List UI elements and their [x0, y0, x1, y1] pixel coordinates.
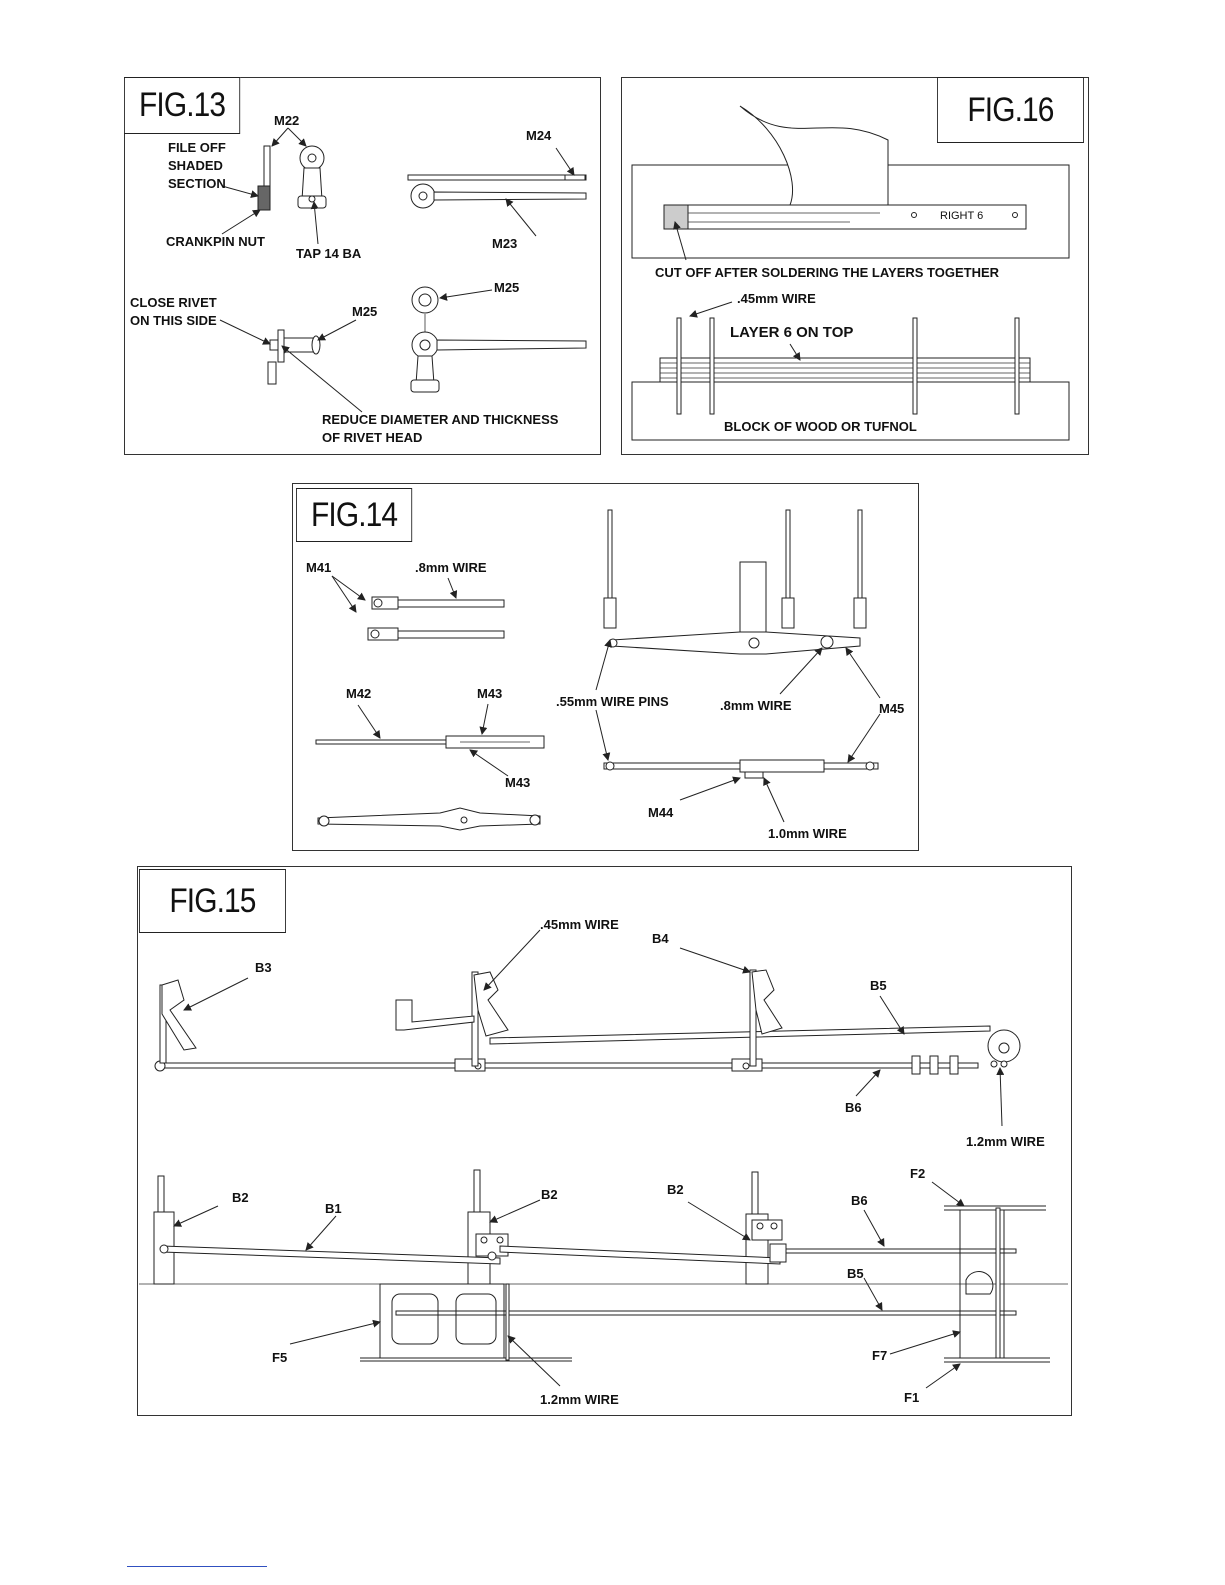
fig13-label-tap: TAP 14 BA — [296, 246, 362, 261]
fig15-label-b2-right: B2 — [667, 1182, 684, 1197]
fig16-label-right6: RIGHT 6 — [940, 210, 983, 222]
fig15-label-b6-top: B6 — [845, 1100, 862, 1115]
fig14-m45-flat — [317, 807, 541, 831]
fig15-label-b1: B1 — [325, 1201, 342, 1216]
fig15-crank-2 — [473, 971, 509, 1037]
fig15-b1-rod — [161, 1245, 501, 1265]
m24-rod — [407, 174, 587, 181]
fig15-label-wire45: .45mm WIRE — [540, 917, 619, 932]
fig13-panel — [124, 77, 601, 455]
fig13-label-file-off: FILE OFF — [168, 140, 226, 155]
fig14-label-m45: M45 — [879, 701, 904, 716]
fig15-b6-rod — [157, 1062, 979, 1069]
fig13-drawing: M22 FILE OFF SHADED SECTION CRANKPIN NUT… — [130, 113, 587, 445]
fig13-label-m22: M22 — [274, 113, 299, 128]
fig16-label-block: BLOCK OF WOOD OR TUFNOL — [724, 419, 917, 434]
fig15-label-b3: B3 — [255, 960, 272, 975]
fig16-drawing: RIGHT 6 CUT OFF AFTER SOLDERING THE LAYE… — [631, 105, 1070, 441]
fig15-mid-rod — [499, 1245, 781, 1265]
fig13-label-m25-right: M25 — [494, 280, 519, 295]
fig14-label-m44: M44 — [648, 805, 674, 820]
fig13-label-m25-left: M25 — [352, 304, 377, 319]
fig13-label-on-this-side: ON THIS SIDE — [130, 313, 217, 328]
fig16-strip — [663, 204, 1027, 230]
fig14-label-m43-bottom: M43 — [505, 775, 530, 790]
fig15-label-b4: B4 — [652, 931, 669, 946]
fig13-label-reduce: REDUCE DIAMETER AND THICKNESS — [322, 412, 559, 427]
fig13-label-crankpin-nut: CRANKPIN NUT — [166, 234, 265, 249]
fig16-label-layer6: LAYER 6 ON TOP — [730, 324, 853, 341]
fig13-label-rivet-head: OF RIVET HEAD — [322, 430, 422, 445]
fig15-label-f2: F2 — [910, 1166, 925, 1181]
fig14-title: FIG.14 — [296, 488, 413, 542]
fig13-label-close-rivet: CLOSE RIVET — [130, 295, 217, 310]
fig15-label-f5: F5 — [272, 1350, 287, 1365]
fig15-b5-rod — [489, 1025, 991, 1045]
fig16-label-wire45: .45mm WIRE — [737, 291, 816, 306]
fig13-label-shaded: SHADED — [168, 158, 223, 173]
fig14-drawing: M41 .8mm WIRE M42 M43 M43 — [306, 509, 904, 841]
fig15-b3-crank — [161, 979, 197, 1051]
fig15-panel — [137, 866, 1072, 1416]
fig15-b4-crank — [751, 969, 783, 1035]
fig14-label-m42: M42 — [346, 686, 371, 701]
fig15-label-b5-top: B5 — [870, 978, 887, 993]
fig14-label-wire10: 1.0mm WIRE — [768, 826, 847, 841]
fig15-label-b5-low: B5 — [847, 1266, 864, 1281]
fig15-label-b2-mid: B2 — [541, 1187, 558, 1202]
fig13-label-m24: M24 — [526, 128, 552, 143]
fig14-label-pins: .55mm WIRE PINS — [556, 694, 669, 709]
fig14-panel — [292, 483, 919, 851]
fig14-label-wire8-mid: .8mm WIRE — [720, 698, 792, 713]
m23-rod — [433, 191, 587, 201]
fig15-b5-low-rod — [395, 1310, 1017, 1316]
fig16-title: FIG.16 — [937, 77, 1084, 143]
fig14-label-wire8-top: .8mm WIRE — [415, 560, 487, 575]
footer-rule — [127, 1566, 267, 1567]
fig14-lever-assembled — [611, 631, 861, 655]
fig15-b6-low-rod — [785, 1248, 1017, 1254]
fig15-label-b6-low: B6 — [851, 1193, 868, 1208]
fig16-label-cut-off: CUT OFF AFTER SOLDERING THE LAYERS TOGET… — [655, 265, 1000, 280]
fig13-title: FIG.13 — [124, 77, 241, 134]
fig15-label-f7: F7 — [872, 1348, 887, 1363]
fig16-template-shape — [739, 105, 889, 206]
fig15-drawing: .45mm WIRE B4 B3 B5 B6 1.2mm WIRE — [139, 917, 1068, 1407]
fig15-f5-frame — [379, 1283, 505, 1359]
fig15-label-b2-left: B2 — [232, 1190, 249, 1205]
rivet-plate — [277, 329, 285, 363]
fig15-label-wire12-right: 1.2mm WIRE — [966, 1134, 1045, 1149]
m22-shaded-section — [257, 185, 271, 211]
fig15-title: FIG.15 — [139, 869, 286, 933]
fig15-label-f1: F1 — [904, 1390, 919, 1405]
fig14-label-m41: M41 — [306, 560, 331, 575]
fig14-label-m43-top: M43 — [477, 686, 502, 701]
fig13-label-section: SECTION — [168, 176, 226, 191]
fig13-label-m23: M23 — [492, 236, 517, 251]
fig15-label-wire12-bottom: 1.2mm WIRE — [540, 1392, 619, 1407]
